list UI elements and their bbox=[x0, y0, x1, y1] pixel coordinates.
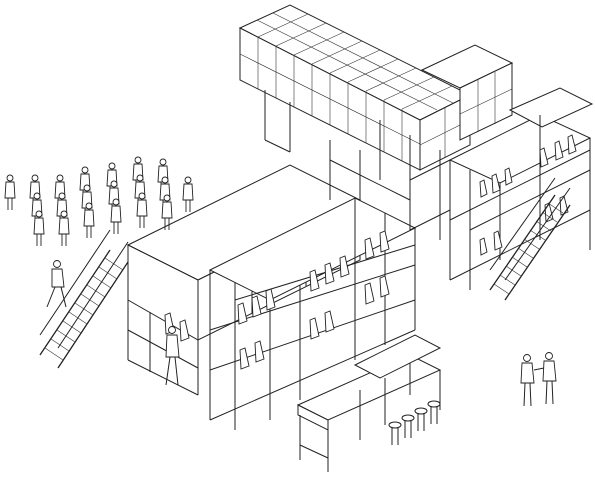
right-stair bbox=[489, 177, 571, 301]
right-rear-module bbox=[420, 44, 514, 141]
work-table bbox=[296, 334, 442, 472]
bar-stools bbox=[388, 400, 441, 445]
queue-of-people bbox=[4, 156, 194, 246]
walking-person bbox=[46, 260, 67, 308]
queue-person bbox=[110, 198, 122, 234]
queue-person bbox=[182, 176, 194, 212]
right-wardrobe-rack bbox=[448, 87, 594, 301]
queue-person bbox=[58, 210, 70, 246]
person-at-rack bbox=[165, 326, 180, 386]
queue-person bbox=[136, 192, 148, 228]
left-stair bbox=[39, 229, 129, 369]
cube-grid-frame bbox=[238, 4, 472, 171]
queue-person bbox=[33, 210, 45, 246]
queue-person bbox=[161, 194, 173, 230]
queue-person bbox=[4, 174, 16, 210]
people-talking bbox=[520, 352, 557, 407]
stacked-storage-modules bbox=[126, 120, 451, 430]
queue-person bbox=[83, 202, 95, 238]
